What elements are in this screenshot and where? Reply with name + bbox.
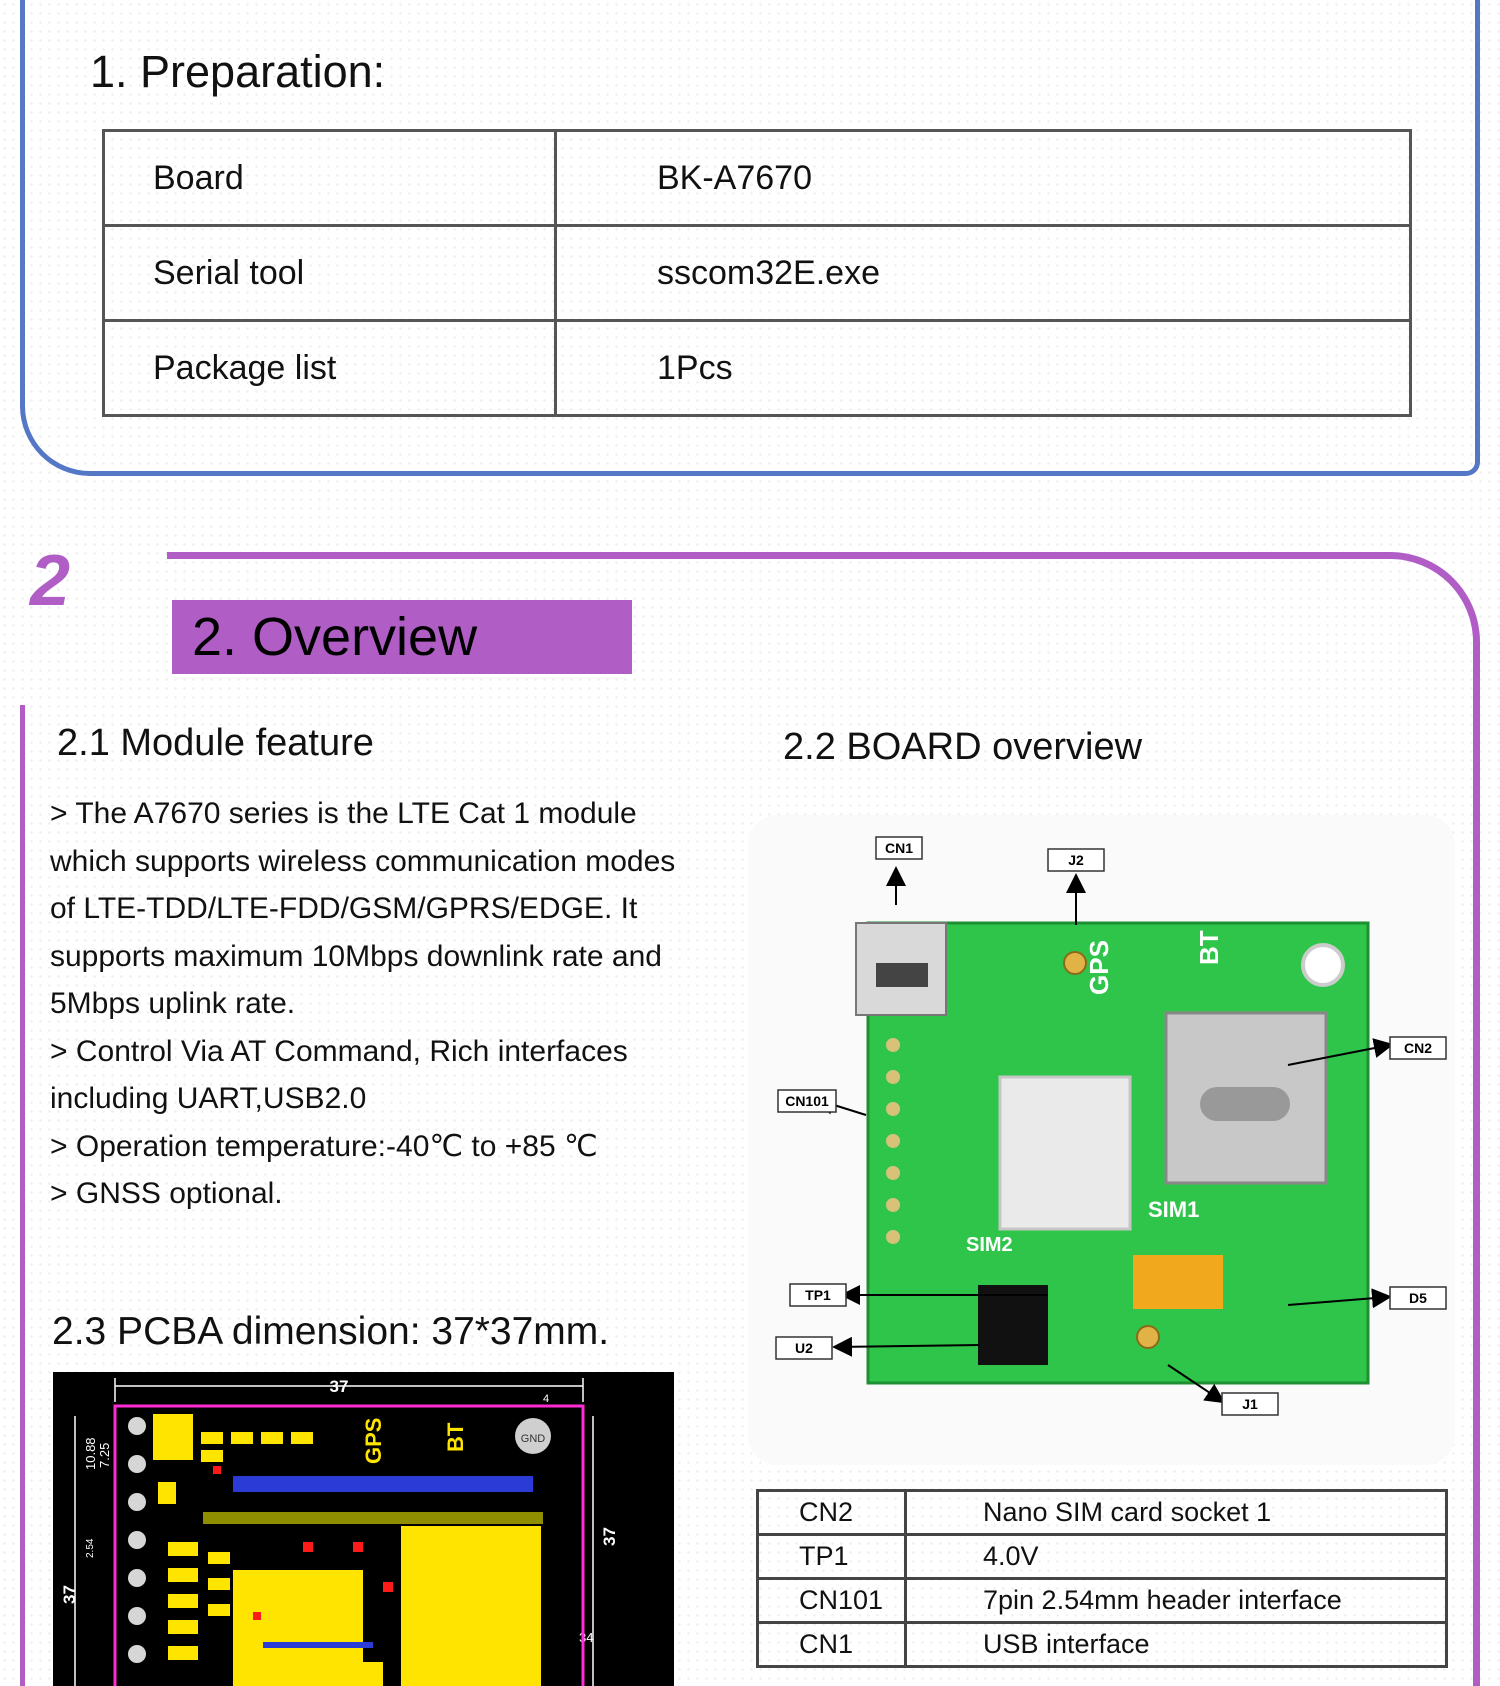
pcb-dim-d1: 10.88 xyxy=(83,1437,98,1470)
header-pins xyxy=(886,1038,900,1244)
tantalum-capacitor xyxy=(1133,1255,1223,1309)
label-j1: J1 xyxy=(1242,1396,1258,1412)
pin-desc: 7pin 2.54mm header interface xyxy=(904,1577,1448,1624)
row-value: BK-A7670 xyxy=(554,129,1412,227)
pcb-gnd-label: GND xyxy=(521,1433,546,1445)
section-border-top xyxy=(167,552,1480,712)
pin-name: CN101 xyxy=(756,1577,907,1624)
label-cn2: CN2 xyxy=(1404,1040,1432,1056)
antenna-socket-j2 xyxy=(1063,951,1087,975)
pin-desc: USB interface xyxy=(904,1621,1448,1668)
pcb-dimension-drawing: 37 37 37 10.88 7.25 2.54 4 34 xyxy=(53,1372,674,1686)
pcb-dim-d4: 2.54 xyxy=(85,1538,96,1558)
board-overview-heading: 2.2 BOARD overview xyxy=(783,726,1143,768)
feature-paragraph: > GNSS optional. xyxy=(50,1177,283,1210)
pin-name: CN1 xyxy=(756,1621,907,1668)
callout-labels: CN1 J2 CN2 CN101 TP1 U2 D5 J1 xyxy=(775,836,1447,1416)
overview-banner: 2. Overview xyxy=(172,600,632,674)
preparation-frame xyxy=(20,0,1480,476)
label-cn101: CN101 xyxy=(785,1093,829,1109)
pin-desc: 4.0V xyxy=(904,1533,1448,1580)
silk-sim2: SIM2 xyxy=(966,1234,1013,1256)
silk-sim1: SIM1 xyxy=(1148,1197,1199,1222)
pin-description-table: CN2 Nano SIM card socket 1 TP1 4.0V CN10… xyxy=(756,1489,1448,1668)
usb-connector xyxy=(855,922,947,1016)
label-tp1: TP1 xyxy=(805,1287,831,1303)
antenna-socket-j1 xyxy=(1136,1325,1160,1349)
pcb-height-right: 37 xyxy=(600,1527,619,1546)
pcba-dimension-heading: 2.3 PCBA dimension: 37*37mm. xyxy=(52,1310,610,1353)
module-feature-text: > The A7670 series is the LTE Cat 1 modu… xyxy=(50,790,690,1218)
board-photo: GPS BT SIM1 SIM2 CN1 J2 CN2 CN101 TP1 xyxy=(775,836,1447,1416)
pin-name: CN2 xyxy=(756,1489,907,1536)
module-feature-heading: 2.1 Module feature xyxy=(57,722,374,764)
table-row: CN101 7pin 2.54mm header interface xyxy=(756,1577,1448,1624)
pin-name: TP1 xyxy=(756,1533,907,1580)
silk-bt: BT xyxy=(1194,930,1224,965)
preparation-title: 1. Preparation: xyxy=(90,46,386,97)
pcb-dim-d5: 4 xyxy=(543,1393,549,1405)
mounting-hole xyxy=(1301,943,1345,987)
label-cn1: CN1 xyxy=(885,840,913,856)
board-image-panel: GPS BT SIM1 SIM2 CN1 J2 CN2 CN101 TP1 xyxy=(748,815,1455,1465)
section-border-right xyxy=(1473,700,1480,1686)
table-row: Serial tool sscom32E.exe xyxy=(102,224,1412,322)
feature-paragraph: > Operation temperature:-40℃ to +85 ℃ xyxy=(50,1129,598,1163)
table-row: Package list 1Pcs xyxy=(102,319,1412,417)
row-label: Board xyxy=(102,129,557,227)
pcb-bt-label: BT xyxy=(443,1422,468,1452)
row-value: sscom32E.exe xyxy=(554,224,1412,322)
regulator-chip xyxy=(978,1285,1048,1365)
row-label: Serial tool xyxy=(102,224,557,322)
pcb-dim-d2: 7.25 xyxy=(97,1443,112,1468)
pcb-width: 37 xyxy=(330,1377,349,1396)
feature-paragraph: > The A7670 series is the LTE Cat 1 modu… xyxy=(50,797,676,1020)
table-row: CN2 Nano SIM card socket 1 xyxy=(756,1489,1448,1536)
row-value: 1Pcs xyxy=(554,319,1412,417)
label-d5: D5 xyxy=(1409,1290,1427,1306)
pcb-gps-label: GPS xyxy=(361,1418,386,1464)
table-row: Board BK-A7670 xyxy=(102,129,1412,227)
preparation-table: Board BK-A7670 Serial tool sscom32E.exe … xyxy=(102,129,1412,417)
feature-paragraph: > Control Via AT Command, Rich interface… xyxy=(50,1034,628,1116)
table-row: CN1 USB interface xyxy=(756,1621,1448,1668)
label-u2: U2 xyxy=(795,1340,813,1356)
module-shield xyxy=(998,1075,1132,1231)
label-j2: J2 xyxy=(1068,852,1084,868)
usb-port xyxy=(876,963,928,987)
section-border-left xyxy=(20,705,25,1686)
row-label: Package list xyxy=(102,319,557,417)
pcb-dim-d3: 34 xyxy=(579,1630,593,1645)
table-row: TP1 4.0V xyxy=(756,1533,1448,1580)
callout-arrows xyxy=(814,866,1394,1404)
section-number: 2 xyxy=(30,541,71,621)
silk-gps: GPS xyxy=(1084,940,1114,995)
pcb-layout: 37 37 37 10.88 7.25 2.54 4 34 xyxy=(60,1377,619,1686)
pin-desc: Nano SIM card socket 1 xyxy=(904,1489,1448,1536)
pcb-height: 37 xyxy=(60,1585,79,1604)
sim-slot xyxy=(1200,1087,1290,1121)
